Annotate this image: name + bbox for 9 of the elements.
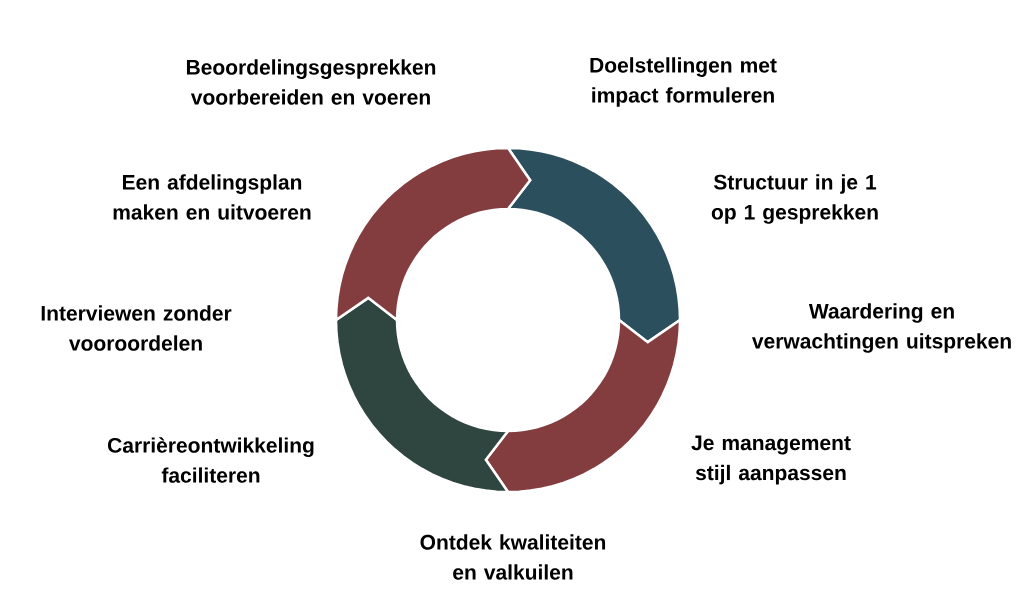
label: Beoordelingsgesprekken voorbereiden en voeren <box>186 59 436 105</box>
label: Ontdek kwaliteiten en valkuilen <box>420 534 606 580</box>
label: Structuur in je 1 op 1 gesprekken <box>711 174 878 224</box>
label: Waardering en verwachtingen uitspreken <box>751 303 1011 353</box>
label: Carrièreontwikkeling faciliteren <box>108 437 314 483</box>
label: Interviewen zonder vooroordelen <box>41 305 232 351</box>
label: Doelstellingen met impact formuleren <box>590 57 777 107</box>
label: Een afdelingsplan maken en uitvoeren <box>113 174 311 220</box>
label: Je management stijl aanpassen <box>691 435 851 485</box>
